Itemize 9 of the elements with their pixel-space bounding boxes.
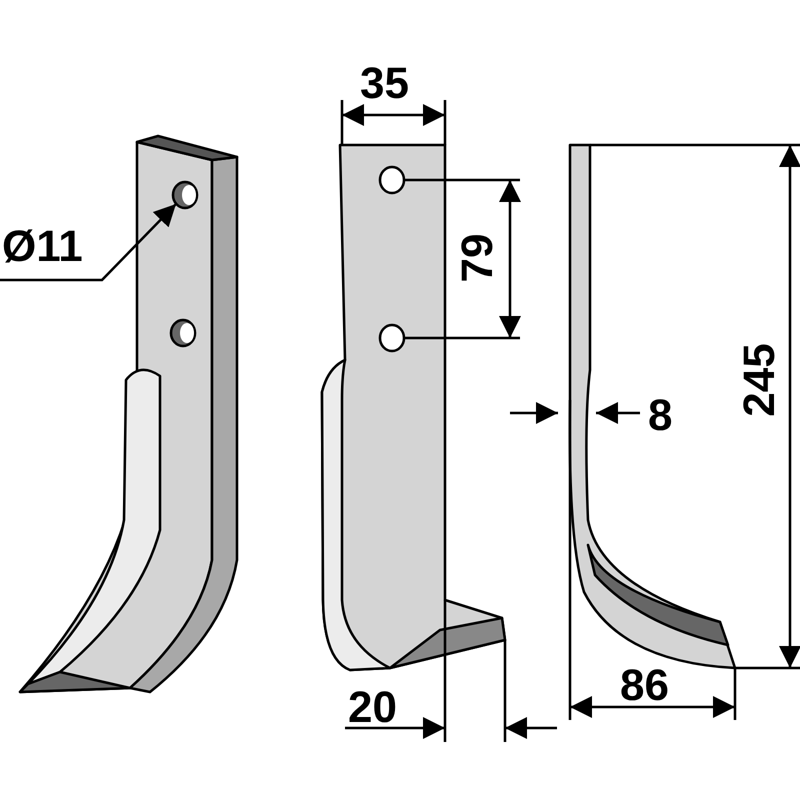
- dimension-label: Ø11: [2, 225, 83, 269]
- dimension-label: 20: [348, 686, 397, 730]
- hole: [172, 180, 198, 210]
- dimension-label: 8: [648, 394, 672, 438]
- dimension-label: 35: [360, 62, 409, 106]
- dimension-label: 245: [738, 342, 782, 419]
- leader-line: [0, 203, 177, 282]
- dimension-label: 86: [620, 664, 669, 708]
- dimension-label: 79: [456, 232, 500, 284]
